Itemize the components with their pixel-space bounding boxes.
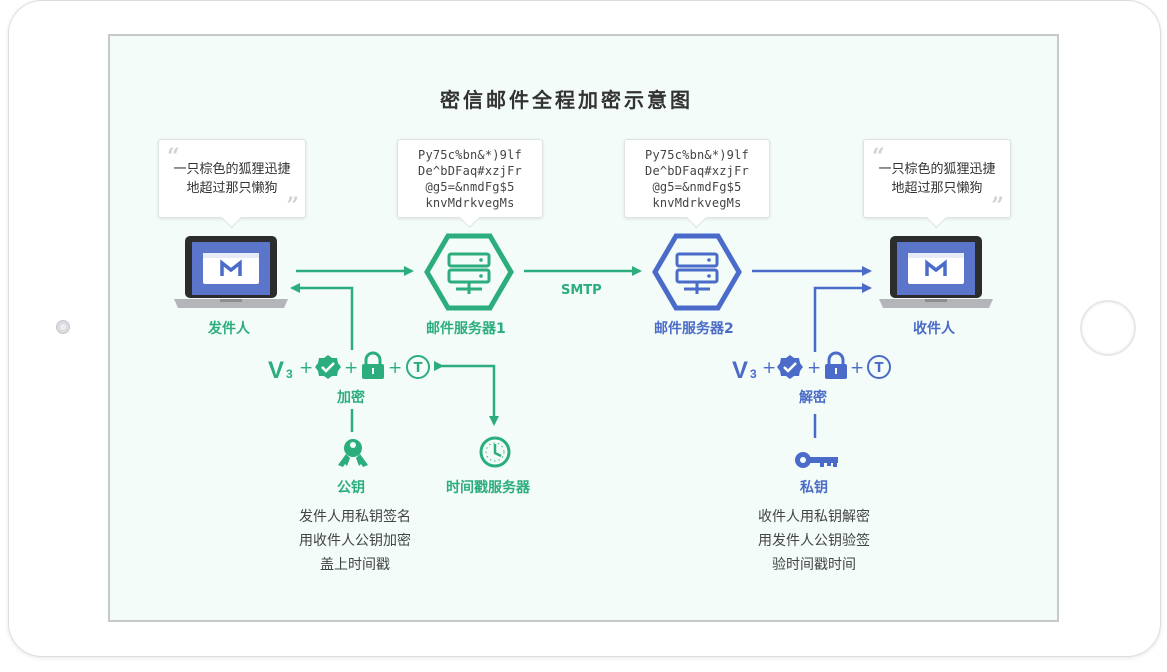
plaintext-line: 一只棕色的狐狸迅捷 xyxy=(878,162,996,177)
receiver-message-bubble: “ 一只棕色的狐狸迅捷 地超过那只懒狗 ” xyxy=(863,139,1011,218)
ciphertext-bubble-2: Py75c%bn&*)9lf De^bDFaq#xzjFr @g5=&nmdFg… xyxy=(624,139,770,218)
mail-server-2-icon xyxy=(652,233,742,311)
plaintext-line: 地超过那只懒狗 xyxy=(891,181,983,196)
cipher-line: @g5=&nmdFg$5 xyxy=(652,180,742,194)
private-key-icon xyxy=(795,452,838,468)
description-line: 验时间戳时间 xyxy=(772,557,856,573)
svg-text:T: T xyxy=(875,361,884,376)
plaintext-line: 地超过那只懒狗 xyxy=(186,181,278,196)
cipher-line: Py75c%bn&*)9lf xyxy=(645,148,749,162)
receiver-laptop-icon xyxy=(879,236,993,308)
encrypt-icon-row: V 3 + + + T xyxy=(268,351,430,384)
plaintext-line: 一只棕色的狐狸迅捷 xyxy=(173,162,291,177)
description-line: 收件人用私钥解密 xyxy=(758,509,870,525)
server1-label: 邮件服务器1 xyxy=(426,321,506,337)
lock-icon xyxy=(827,351,845,365)
camera-dot xyxy=(56,320,70,334)
description-line: 用收件人公钥加密 xyxy=(299,533,411,549)
ciphertext-bubble-1: Py75c%bn&*)9lf De^bDFaq#xzjFr @g5=&nmdFg… xyxy=(397,139,543,218)
diagram-canvas xyxy=(108,34,1059,622)
plus-sign: + xyxy=(807,358,821,378)
arrow-decrypt-to-receiver xyxy=(813,283,872,352)
diagram-title: 密信邮件全程加密示意图 xyxy=(440,88,693,112)
cipher-line: @g5=&nmdFg$5 xyxy=(425,180,515,194)
v3-subscript: 3 xyxy=(286,367,293,381)
plus-sign: + xyxy=(344,358,358,378)
home-button[interactable] xyxy=(1080,300,1136,356)
server2-label: 邮件服务器2 xyxy=(654,321,734,337)
receiver-label: 收件人 xyxy=(913,321,955,337)
decrypt-label: 解密 xyxy=(799,390,827,406)
encrypt-description: 发件人用私钥签名 用收件人公钥加密 盖上时间戳 xyxy=(270,505,440,577)
svg-text:T: T xyxy=(414,361,423,376)
v3-subscript: 3 xyxy=(750,367,757,381)
close-quote-icon: ” xyxy=(286,193,299,219)
cipher-line: knvMdrkvegMs xyxy=(425,196,515,210)
plus-sign: + xyxy=(850,358,864,378)
decrypt-icon-row: V 3 + + + T xyxy=(732,351,891,384)
plus-sign: + xyxy=(388,358,402,378)
v3-icon: V xyxy=(732,357,748,384)
close-quote-icon: ” xyxy=(991,193,1004,219)
arrow-encrypt-to-sender xyxy=(290,283,354,350)
plus-sign: + xyxy=(762,358,776,378)
verified-badge-icon xyxy=(777,355,803,379)
smtp-label: SMTP xyxy=(561,283,602,298)
cipher-line: De^bDFaq#xzjFr xyxy=(645,164,749,178)
public-key-icon xyxy=(338,439,368,467)
sender-laptop-icon xyxy=(174,236,288,308)
verified-badge-icon xyxy=(315,355,341,379)
timestamp-authority-icon xyxy=(867,355,891,379)
cipher-line: knvMdrkvegMs xyxy=(652,196,742,210)
description-line: 用发件人公钥验签 xyxy=(758,533,870,549)
description-line: 盖上时间戳 xyxy=(320,557,390,573)
open-quote-icon: “ xyxy=(167,144,180,170)
timestamp-authority-icon xyxy=(406,355,430,379)
plus-sign: + xyxy=(299,358,313,378)
description-line: 发件人用私钥签名 xyxy=(299,509,411,525)
public-key-label: 公钥 xyxy=(337,480,365,496)
lock-icon xyxy=(364,351,382,365)
arrow-timestamp-link xyxy=(434,361,499,426)
cipher-line: Py75c%bn&*)9lf xyxy=(418,148,522,162)
cipher-line: De^bDFaq#xzjFr xyxy=(418,164,522,178)
sender-message-bubble: “ 一只棕色的狐狸迅捷 地超过那只懒狗 ” xyxy=(158,139,306,218)
open-quote-icon: “ xyxy=(872,144,885,170)
sender-label: 发件人 xyxy=(208,321,250,337)
clock-icon xyxy=(479,436,511,468)
mail-server-1-icon xyxy=(424,233,514,311)
encrypt-label: 加密 xyxy=(337,390,365,406)
v3-icon: V xyxy=(268,357,284,384)
private-key-label: 私钥 xyxy=(800,480,828,496)
decrypt-description: 收件人用私钥解密 用发件人公钥验签 验时间戳时间 xyxy=(729,505,899,577)
timestamp-server-label: 时间戳服务器 xyxy=(446,480,530,496)
